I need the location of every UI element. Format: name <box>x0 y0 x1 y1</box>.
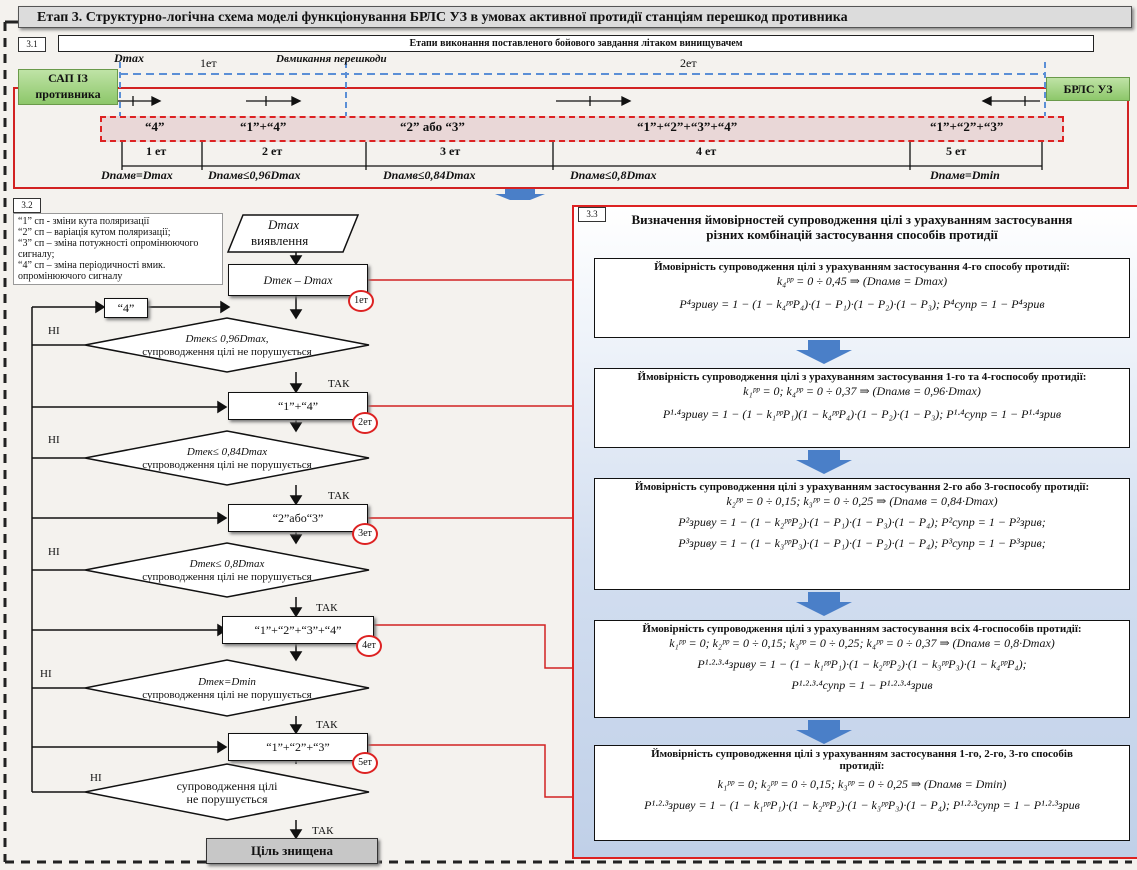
mission-stages-bar: Етапи виконання поставленого бойового за… <box>58 35 1094 52</box>
segment-5-combo: “1”+“2”+“3” <box>930 119 1004 134</box>
condition-2-expr: Dтек≤ 0,84Dmax <box>186 446 268 458</box>
segment-4-distance-text: Dпамв≤0,8Dmax <box>570 168 657 182</box>
probability-box-method-4: Ймовірність супроводження цілі з урахува… <box>594 258 1130 338</box>
stage-5-marker: 5ет <box>352 752 378 774</box>
condition-5: супроводження цілі не порушується <box>150 780 304 806</box>
yes-label-4: ТАК <box>316 719 338 731</box>
stage-4-marker: 4ет <box>356 635 382 657</box>
countermeasure-combinations-band <box>100 116 1064 142</box>
condition-2-text: супроводження цілі не порушується <box>142 459 312 471</box>
condition-4-expr: Dтек=Dmin <box>198 676 256 688</box>
condition-3-expr: Dтек≤ 0,8Dmax <box>189 558 265 570</box>
stage-1-marker: 1ет <box>348 290 374 312</box>
condition-4-text: супроводження цілі не порушується <box>142 689 312 701</box>
box-4-line-3: P¹·²·³·⁴супр = 1 − P¹·²·³·⁴зрив <box>791 678 933 692</box>
process-combo-1-2-3: “1”+“2”+“3” <box>228 733 368 761</box>
radar-node: БРЛС УЗ <box>1046 77 1130 101</box>
start-dmax: Dmax <box>268 217 300 232</box>
stage2-top-label: 2ет <box>680 56 697 70</box>
condition-4: Dтек=Dmin супроводження цілі не порушуєт… <box>120 676 334 702</box>
condition-5-text-b: не порушується <box>186 792 268 806</box>
process-combo-all: “1”+“2”+“3”+“4” <box>222 616 374 644</box>
box-3-line-2: P²зриву = 1 − (1 − k₂ᵖᵖP₂)·(1 − P₁)·(1 −… <box>678 515 1046 529</box>
segment-4-stage: 4 ет <box>696 144 717 158</box>
box-3-title: Ймовірність супроводження цілі з урахува… <box>634 481 1090 493</box>
segment-1-combo: “4” <box>145 119 165 134</box>
probability-panel-header: Визначення ймовірностей супроводження ці… <box>631 212 1073 242</box>
countermeasure-legend: “1” сп - зміни кута поляризації “2” сп –… <box>13 213 223 285</box>
segment-4-combo: “1”+“2”+“3”+“4” <box>637 119 738 134</box>
segment-5-stage: 5 ет <box>946 144 967 158</box>
probability-box-method-1-4: Ймовірність супроводження цілі з урахува… <box>594 368 1130 448</box>
yes-label-1: ТАК <box>328 378 350 390</box>
process-combo-1-4: “1”+“4” <box>228 392 368 420</box>
box-4-line-1: k₁ᵖᵖ = 0; k₂ᵖᵖ = 0 ÷ 0,15; k₃ᵖᵖ = 0 ÷ 0,… <box>669 636 1055 650</box>
condition-2: Dтек≤ 0,84Dmax супроводження цілі не пор… <box>120 446 334 472</box>
no-label-4: НІ <box>40 668 52 680</box>
segment-5-distance: Dпамв=Dmin <box>930 168 1000 182</box>
enemy-jammer-node: САП ІЗ противника <box>18 69 118 105</box>
process-combo-4: “4” <box>104 298 148 318</box>
probability-box-all-methods: Ймовірність супроводження цілі з урахува… <box>594 620 1130 718</box>
legend-item-3: “3” сп – зміна потужності опромінюючого … <box>18 238 199 260</box>
no-label-5: НІ <box>90 772 102 784</box>
probability-box-method-2-or-3: Ймовірність супроводження цілі з урахува… <box>594 478 1130 590</box>
flowchart-lines <box>31 214 580 840</box>
segment-2-combo: “1”+“4” <box>240 119 287 134</box>
segment-1-stage: 1 ет <box>146 144 167 158</box>
condition-5-text-a: супроводження цілі <box>176 779 278 793</box>
stage1-top-label: 1ет <box>200 56 217 70</box>
box-3-line-3: P³зриву = 1 − (1 − k₃ᵖᵖP₃)·(1 − P₁)·(1 −… <box>678 536 1046 550</box>
stage-2-marker: 2ет <box>352 412 378 434</box>
probability-box-method-1-2-3: Ймовірність супроводження цілі з урахува… <box>594 745 1130 841</box>
section-3-1-lines <box>13 62 1129 200</box>
segment-2-stage: 2 ет <box>262 144 283 158</box>
no-label-2: НІ <box>48 434 60 446</box>
box-3-line-1: k₂ᵖᵖ = 0 ÷ 0,15; k₃ᵖᵖ = 0 ÷ 0,25 ⇒ (Dпам… <box>726 494 998 508</box>
segment-3-stage: 3 ет <box>440 144 461 158</box>
legend-item-1: “1” сп - зміни кута поляризації <box>18 216 150 227</box>
legend-item-4: “4” сп – зміна періодичності вмик. опром… <box>18 260 166 282</box>
diagram-title: Етап 3. Структурно-логічна схема моделі … <box>18 6 1132 28</box>
box-5-line-2: P¹·²·³зриву = 1 − (1 − k₁ᵖᵖP₁)·(1 − k₂ᵖᵖ… <box>644 798 1080 812</box>
condition-1: Dтек≤ 0,96Dmax, супроводження цілі не по… <box>120 333 334 359</box>
condition-3-text: супроводження цілі не порушується <box>142 571 312 583</box>
dmax-label: Dmax <box>114 51 144 65</box>
section-number-3-3: 3.3 <box>578 207 606 222</box>
no-label-3: НІ <box>48 546 60 558</box>
box-2-title: Ймовірність супроводження цілі з урахува… <box>637 371 1087 383</box>
legend-item-2: “2” сп – варіація кутом поляризації; <box>18 227 171 238</box>
process-dtek-dmax: Dтек – Dmax <box>228 264 368 296</box>
condition-3: Dтек≤ 0,8Dmax супроводження цілі не пору… <box>120 558 334 584</box>
box-1-line-1: k₄ᵖᵖ = 0 ÷ 0,45 ⇒ (Dпамв = Dmax) <box>776 274 948 288</box>
yes-label-3: ТАК <box>316 602 338 614</box>
segment-1-distance: Dпамв=Dmax <box>101 168 173 182</box>
box-1-title: Ймовірність супроводження цілі з урахува… <box>654 261 1070 273</box>
box-5-line-1: k₁ᵖᵖ = 0; k₂ᵖᵖ = 0 ÷ 0,15; k₃ᵖᵖ = 0 ÷ 0,… <box>717 777 1007 791</box>
segment-2-distance: Dпамв≤0,96Dmax <box>208 168 301 182</box>
box-5-title: Ймовірність супроводження цілі з урахува… <box>651 748 1073 772</box>
yes-label-5: ТАК <box>312 825 334 837</box>
condition-1-expr: Dтек≤ 0,96Dmax, <box>185 333 269 345</box>
box-1-line-2: P⁴зриву = 1 − (1 − k₄ᵖᵖP₄)·(1 − P₁)·(1 −… <box>679 297 1045 311</box>
segment-3-distance: Dпамв≤0,84Dmax <box>383 168 476 182</box>
yes-label-2: ТАК <box>328 490 350 502</box>
no-label-1: НІ <box>48 325 60 337</box>
stage-3-marker: 3ет <box>352 523 378 545</box>
section-number-3-2: 3.2 <box>13 198 41 213</box>
jamming-on-distance-label: Dвмикання перешкоди <box>276 53 387 65</box>
box-4-line-2: P¹·²·³·⁴зриву = 1 − (1 − k₁ᵖᵖP₁)·(1 − k₂… <box>697 657 1027 671</box>
section-number-3-1: 3.1 <box>18 37 46 52</box>
end-target-destroyed: Ціль знищена <box>206 838 378 864</box>
box-2-line-1: k₁ᵖᵖ = 0; k₄ᵖᵖ = 0 ÷ 0,37 ⇒ (Dпамв = 0,9… <box>743 384 981 398</box>
box-2-line-2: P¹·⁴зриву = 1 − (1 − k₁ᵖᵖP₁)(1 − k₄ᵖᵖP₄)… <box>662 407 1062 421</box>
condition-1-text: супроводження цілі не порушується <box>142 346 312 358</box>
segment-3-combo: “2” або “3” <box>400 119 465 134</box>
start-detection: виявлення <box>251 233 309 248</box>
box-4-title: Ймовірність супроводження цілі з урахува… <box>642 623 1082 635</box>
process-combo-2-or-3: “2”або“3” <box>228 504 368 532</box>
